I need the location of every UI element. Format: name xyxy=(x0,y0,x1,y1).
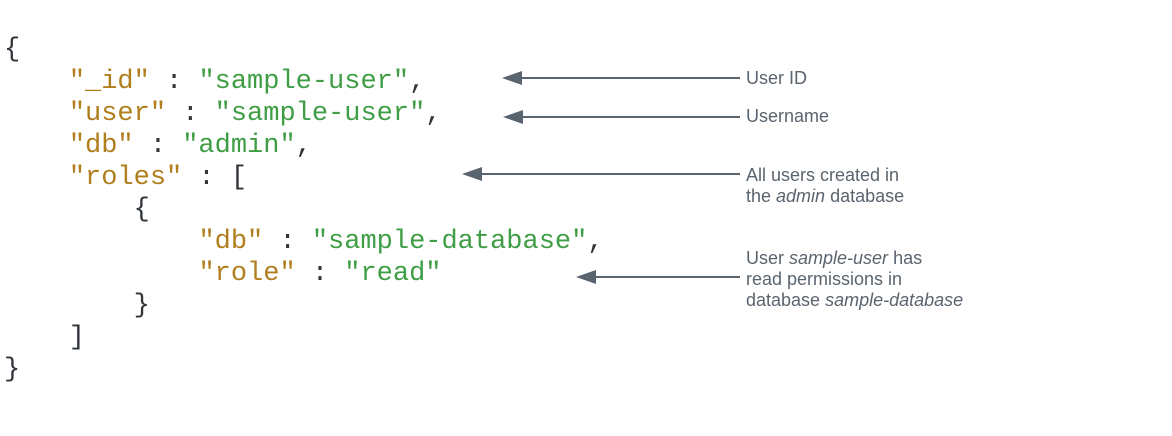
label-text: All users created in xyxy=(746,165,900,185)
arrowhead-left-icon xyxy=(503,110,523,124)
code-token: "_id" xyxy=(68,67,150,97)
code-token: "db" xyxy=(198,227,264,257)
code-token: , xyxy=(425,99,442,129)
arrow-shaft xyxy=(521,116,740,118)
code-token: { xyxy=(4,195,150,225)
arrow-shaft xyxy=(480,173,740,175)
label-text: database xyxy=(825,186,905,206)
code-token: : xyxy=(133,131,183,161)
callout-label-line: User ID xyxy=(746,68,807,89)
callout-label-line: Username xyxy=(746,106,829,127)
code-token: "sample-user" xyxy=(214,99,426,129)
label-text-italic: sample-user xyxy=(789,248,889,268)
callout-label-line: the admin database xyxy=(746,186,904,207)
code-token: "db" xyxy=(68,131,134,161)
callout-label-line: All users created in xyxy=(746,165,904,186)
arrowhead-left-icon xyxy=(576,270,596,284)
arrowhead-left-icon xyxy=(502,71,522,85)
label-text: the xyxy=(746,186,777,206)
code-token: : xyxy=(166,99,215,129)
code-token: "user" xyxy=(68,99,167,129)
code-token: : xyxy=(149,67,199,97)
arrow-shaft xyxy=(594,276,740,278)
callout-label-line: database sample-database xyxy=(746,290,963,311)
code-token: "read" xyxy=(344,259,442,289)
code-token: : [ xyxy=(182,163,248,193)
label-text: has xyxy=(888,248,923,268)
label-text-italic: admin xyxy=(776,186,826,206)
code-token: "role" xyxy=(198,259,296,289)
label-text: User ID xyxy=(746,68,808,88)
code-token: ] xyxy=(4,323,86,353)
label-text-italic: sample-database xyxy=(825,290,964,310)
label-text: Username xyxy=(746,106,830,126)
code-token: , xyxy=(295,131,312,161)
callout-arrow-admin-database xyxy=(462,167,740,181)
callout-arrow-username xyxy=(503,110,740,124)
callout-label-user-id: User ID xyxy=(746,68,807,89)
json-code-block: { "_id" : "sample-user", "user" : "sampl… xyxy=(4,34,604,386)
code-token: } xyxy=(4,291,150,321)
callout-label-line: User sample-user has xyxy=(746,248,963,269)
callout-arrow-user-id xyxy=(502,71,740,85)
label-text: read permissions in xyxy=(746,269,903,289)
code-token: , xyxy=(409,67,426,97)
code-token: "admin" xyxy=(182,131,296,161)
code-token: : xyxy=(295,259,345,289)
label-text: User xyxy=(746,248,790,268)
code-token: } xyxy=(4,355,21,385)
arrowhead-left-icon xyxy=(462,167,482,181)
code-token: "roles" xyxy=(68,163,183,193)
callout-label-line: read permissions in xyxy=(746,269,963,290)
code-token: : xyxy=(263,227,312,257)
callout-label-username: Username xyxy=(746,106,829,127)
label-text: database xyxy=(746,290,826,310)
code-token: { xyxy=(4,35,21,65)
code-token: , xyxy=(587,227,604,257)
callout-arrow-read-permissions xyxy=(576,270,740,284)
code-token: "sample-database" xyxy=(311,227,588,257)
code-token: "sample-user" xyxy=(198,67,410,97)
arrow-shaft xyxy=(520,77,740,79)
